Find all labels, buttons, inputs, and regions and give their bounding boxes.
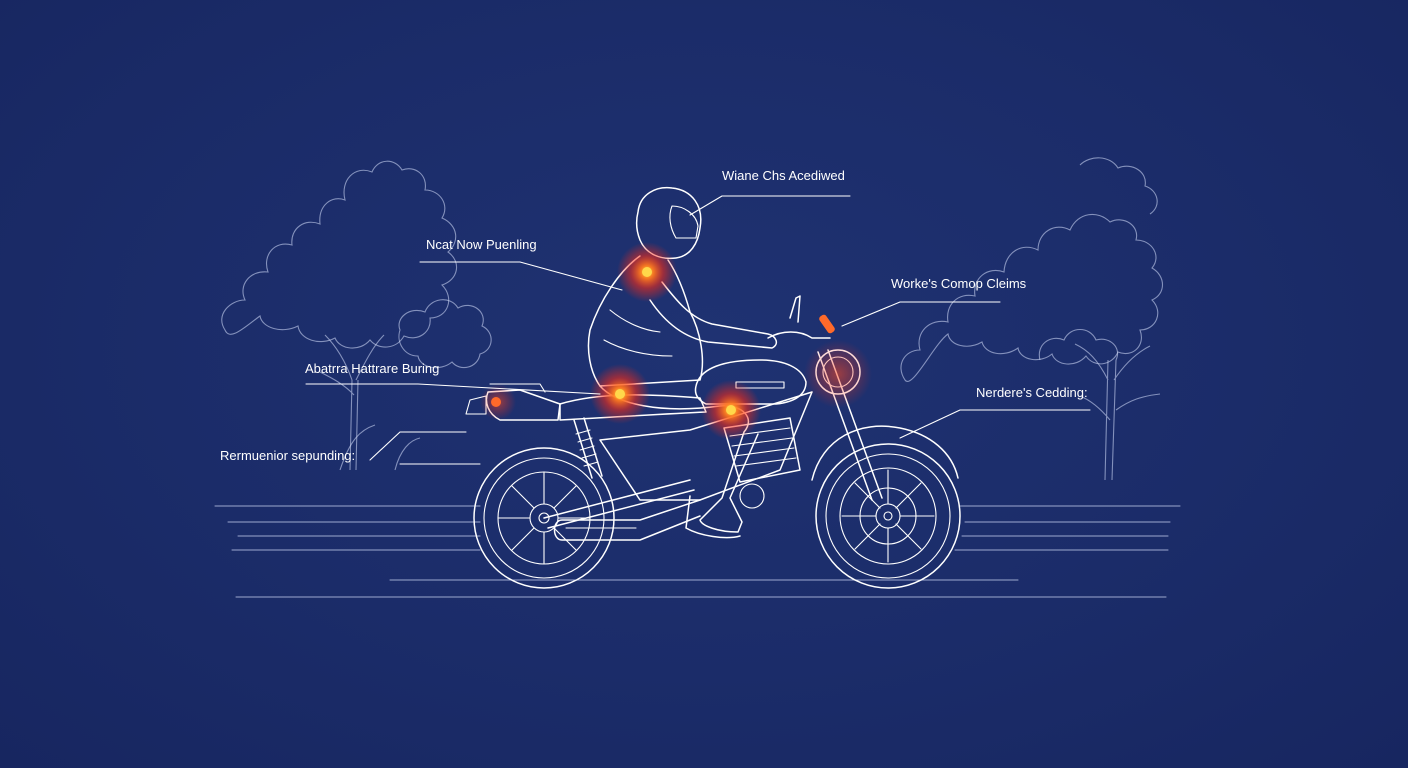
callout-line-front-wheel <box>899 409 1091 439</box>
callout-line-shoulder <box>419 261 623 291</box>
label-helmet: Wiane Chs Acediwed <box>722 168 845 183</box>
injury-shoulder-glow <box>617 242 677 302</box>
tree-left <box>221 160 492 471</box>
callout-lines <box>305 195 1091 465</box>
front-wheel <box>811 425 961 589</box>
taillight-glow <box>480 384 516 420</box>
label-front-wheel: Nerdere's Cedding: <box>976 385 1088 400</box>
indicator-light <box>804 314 872 408</box>
tree-right <box>900 157 1164 481</box>
callout-line-rear <box>369 431 481 465</box>
label-headlight: Worke's Comop Cleims <box>891 276 1027 291</box>
callout-line-headlight <box>841 301 1001 327</box>
callout-line-hip <box>305 383 601 395</box>
label-rear: Rermuenior sepunding: <box>220 448 355 463</box>
rear-wheel <box>473 447 615 589</box>
label-hip: Abatrra Hattrare Buring <box>305 361 439 376</box>
callout-line-helmet <box>689 195 851 216</box>
label-shoulder: Ncat Now Puenling <box>426 237 537 252</box>
injury-knee-glow <box>701 380 761 440</box>
motorcycle-body <box>465 295 883 541</box>
road-lines <box>214 505 1181 598</box>
injury-hip-glow <box>590 364 650 424</box>
